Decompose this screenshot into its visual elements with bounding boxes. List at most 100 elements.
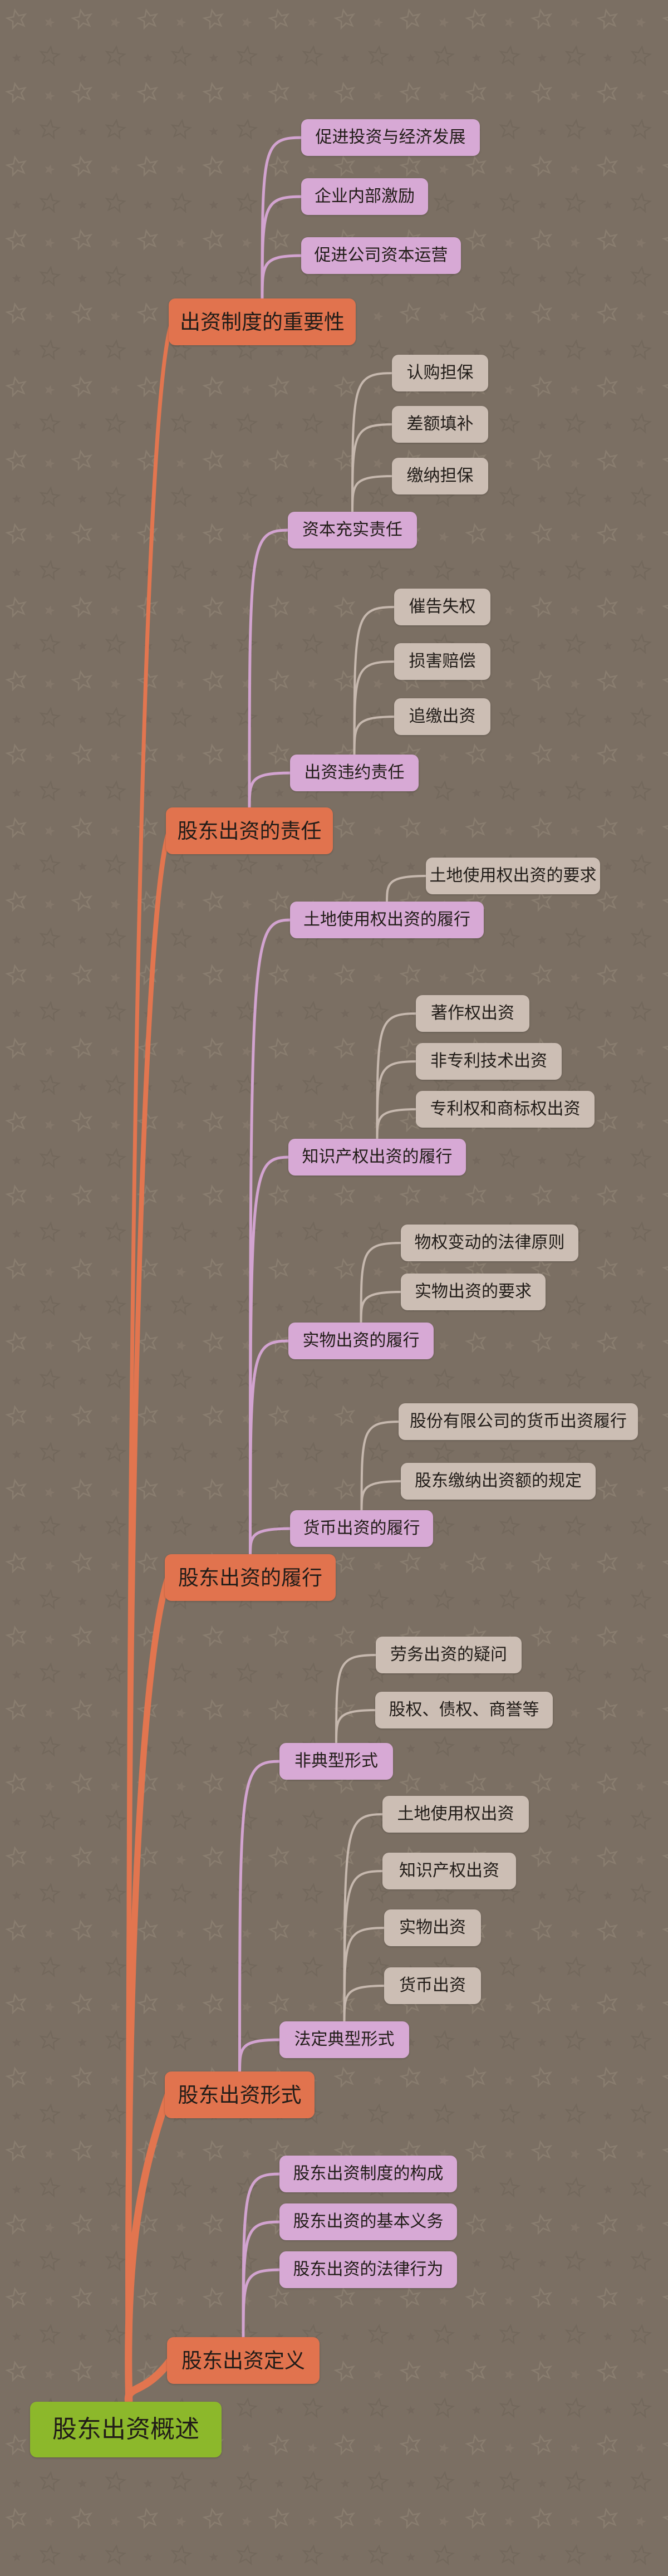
node-label: 非专利技术出资	[430, 1052, 547, 1070]
connector-line	[360, 1291, 405, 1326]
node-label: 股东出资的基本义务	[293, 2212, 444, 2231]
node-label: 劳务出资的疑问	[390, 1645, 507, 1664]
node-label: 股东出资的法律行为	[293, 2260, 444, 2279]
mindmap-node-typ-4[interactable]: 货币出资	[384, 1967, 481, 2004]
mindmap-node-money-2[interactable]: 股东缴纳出资额的规定	[401, 1463, 596, 1500]
mindmap-node-root[interactable]: 股东出资概述	[30, 2402, 222, 2457]
connector-line	[376, 1108, 420, 1142]
node-label: 损害赔偿	[409, 652, 476, 670]
connector-line	[242, 2268, 284, 2341]
node-label: 企业内部激励	[315, 187, 415, 205]
node-label: 催告失权	[409, 598, 476, 616]
node-label: 实物出资的履行	[302, 1331, 420, 1350]
mindmap-node-ip-3[interactable]: 专利权和商标权出资	[416, 1091, 595, 1128]
mindmap-node-phys[interactable]: 实物出资的履行	[288, 1323, 434, 1359]
connector-line	[125, 1574, 171, 2408]
mindmap-node-defn-3[interactable]: 股东出资的法律行为	[279, 2251, 457, 2288]
connector-line	[335, 1709, 379, 1746]
mindmap-node-def[interactable]: 出资违约责任	[290, 755, 419, 791]
connector-line	[386, 875, 430, 905]
node-label: 促进公司资本运营	[314, 246, 448, 265]
node-label: 出资违约责任	[304, 763, 405, 782]
mindmap-node-defn[interactable]: 股东出资定义	[167, 2337, 320, 2384]
node-label: 法定典型形式	[294, 2030, 395, 2049]
connector-line	[248, 528, 292, 811]
mindmap-node-phys-2[interactable]: 实物出资的要求	[401, 1274, 546, 1310]
connector-line	[261, 195, 306, 302]
mindmap-node-ip[interactable]: 知识产权出资的履行	[288, 1139, 466, 1176]
node-label: 著作权出资	[431, 1004, 514, 1022]
node-label: 物权变动的法律原则	[414, 1233, 565, 1252]
mindmap-node-atyp-2[interactable]: 股权、债权、商誉等	[375, 1692, 553, 1728]
node-label: 追缴出资	[409, 707, 476, 726]
mindmap-node-perf[interactable]: 股东出资的履行	[165, 1554, 336, 1601]
node-label: 土地使用权出资	[397, 1805, 514, 1823]
mindmap-node-cap[interactable]: 资本充实责任	[288, 512, 417, 548]
node-label: 认购担保	[406, 364, 474, 382]
mindmap-node-form[interactable]: 股东出资形式	[165, 2071, 315, 2118]
mindmap-node-ip-1[interactable]: 著作权出资	[416, 995, 529, 1032]
mindmap-node-imp-2[interactable]: 企业内部激励	[301, 178, 428, 215]
mindmap-node-cap-3[interactable]: 缴纳担保	[392, 458, 488, 494]
mindmap-node-imp[interactable]: 出资制度的重要性	[169, 298, 356, 345]
mindmap-node-land[interactable]: 土地使用权出资的履行	[290, 902, 484, 938]
mindmap-node-defn-1[interactable]: 股东出资制度的构成	[279, 2156, 457, 2192]
mindmap-node-land-1[interactable]: 土地使用权出资的要求	[426, 858, 600, 894]
mindmap-node-typ-1[interactable]: 土地使用权出资	[382, 1796, 529, 1833]
node-label: 股份有限公司的货币出资履行	[410, 1412, 627, 1431]
node-label: 知识产权出资的履行	[302, 1148, 453, 1166]
node-label: 出资制度的重要性	[180, 310, 345, 334]
mindmap-node-ip-2[interactable]: 非专利技术出资	[416, 1043, 562, 1080]
mindmap-node-defn-2[interactable]: 股东出资的基本义务	[279, 2203, 457, 2240]
connector-line	[343, 1927, 388, 2025]
connector-line	[261, 254, 306, 302]
node-label: 土地使用权出资的要求	[429, 866, 597, 885]
connector-line	[124, 2357, 174, 2409]
mindmap-node-def-3[interactable]: 追缴出资	[394, 698, 490, 735]
connector-line	[249, 1339, 293, 1558]
connector-line	[360, 1242, 405, 1326]
connector-line	[351, 475, 396, 515]
connector-line	[125, 2091, 172, 2409]
branch-connectors	[124, 136, 430, 2409]
node-label: 非典型形式	[294, 1752, 378, 1770]
connector-line	[353, 660, 398, 758]
mindmap-node-imp-3[interactable]: 促进公司资本运营	[301, 237, 461, 274]
mindmap-node-cap-1[interactable]: 认购担保	[392, 355, 488, 391]
node-label: 货币出资的履行	[303, 1519, 420, 1537]
node-label: 股东出资制度的构成	[293, 2164, 444, 2183]
node-label: 股东缴纳出资额的规定	[415, 1472, 582, 1490]
mindmap-node-typ-2[interactable]: 知识产权出资	[382, 1853, 516, 1889]
mindmap-node-atyp[interactable]: 非典型形式	[279, 1743, 393, 1780]
node-label: 土地使用权出资的履行	[303, 910, 470, 929]
node-label: 缴纳担保	[406, 467, 474, 485]
node-label: 货币出资	[399, 1976, 466, 1995]
connector-line	[360, 1421, 402, 1514]
mindmap-node-cap-2[interactable]: 差额填补	[392, 406, 488, 443]
node-label: 差额填补	[406, 415, 474, 433]
mindmap-node-imp-1[interactable]: 促进投资与经济发展	[301, 119, 480, 156]
mindmap-node-atyp-1[interactable]: 劳务出资的疑问	[376, 1637, 522, 1673]
connector-line	[238, 2038, 284, 2075]
mindmap-node-money[interactable]: 货币出资的履行	[290, 1510, 433, 1547]
node-label: 实物出资的要求	[415, 1282, 532, 1301]
connector-line	[238, 1760, 284, 2075]
node-label: 促进投资与经济发展	[315, 128, 466, 146]
node-label: 专利权和商标权出资	[430, 1100, 581, 1118]
connector-line	[360, 1480, 405, 1514]
connector-line	[376, 1060, 420, 1142]
mindmap-node-typ-3[interactable]: 实物出资	[384, 1909, 481, 1946]
connector-line	[343, 1985, 388, 2025]
mindmap-node-typ[interactable]: 法定典型形式	[279, 2021, 409, 2058]
mindmap-node-phys-1[interactable]: 物权变动的法律原则	[401, 1225, 578, 1261]
connector-line	[353, 716, 398, 758]
mindmap-node-def-2[interactable]: 损害赔偿	[394, 643, 490, 680]
mindmap-node-resp[interactable]: 股东出资的责任	[166, 807, 333, 854]
mindmap-node-money-1[interactable]: 股份有限公司的货币出资履行	[399, 1403, 638, 1440]
mindmap-node-def-1[interactable]: 催告失权	[394, 589, 490, 625]
node-label: 股权、债权、商誉等	[389, 1701, 539, 1719]
node-label: 股东出资形式	[178, 2083, 302, 2107]
node-label: 股东出资的责任	[177, 819, 322, 843]
